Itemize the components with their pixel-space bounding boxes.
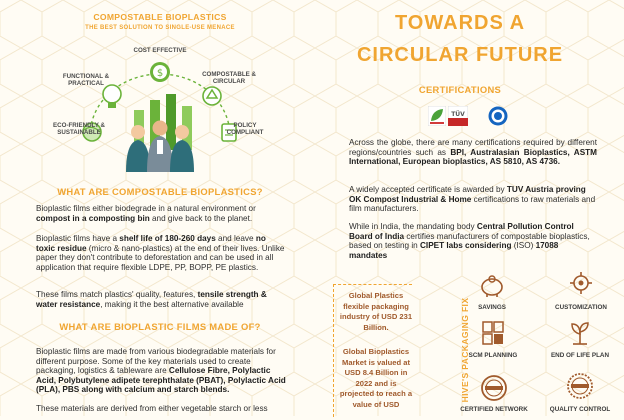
cipet-logo [488, 106, 508, 126]
paragraph-shelf-life: Bioplastic films have a shelf life of 18… [36, 234, 285, 272]
compostable-bioplastics-subtitle: THE BEST SOLUTION TO SINGLE-USE MENACE [85, 25, 235, 31]
quality-stamp-icon [567, 373, 593, 399]
market-stat-bioplastics: Global Bioplastics Market is valued at U… [339, 347, 413, 409]
customization-gear-icon [570, 272, 592, 294]
section-heading-made-of: WHAT ARE BIOPLASTIC FILMS MADE OF? [59, 321, 261, 332]
paragraph-tuv: A widely accepted certificate is awarded… [349, 185, 596, 214]
paragraph-derived: These materials are derived from either … [36, 404, 268, 413]
lightbulb-icon [102, 84, 122, 108]
certified-stamp-icon [481, 375, 507, 401]
paragraph-certifications-globe: Across the globe, there are many certifi… [349, 138, 597, 167]
coin-icon: $ [150, 62, 170, 82]
circular-future-title-line2: CIRCULAR FUTURE [356, 44, 564, 66]
certifications-heading: CERTIFICATIONS [418, 84, 502, 95]
fix-item-end-of-life: END OF LIFE PLAN [550, 352, 610, 359]
benefit-cost-effective: COST EFFECTIVE [133, 47, 187, 54]
market-stats-box [333, 284, 412, 417]
benefit-functional-practical: FUNCTIONAL & PRACTICAL [62, 73, 110, 87]
piggy-bank-icon [481, 275, 503, 297]
svg-text:$: $ [157, 68, 163, 79]
scm-puzzle-icon [482, 321, 504, 345]
benefit-eco-friendly: ECO-FRIENDLY & SUSTAINABLE [53, 122, 105, 136]
circular-future-title-line1: TOWARDS A [394, 12, 526, 34]
svg-text:TÜV: TÜV [451, 111, 465, 118]
section-heading-what-are: WHAT ARE COMPOSTABLE BIOPLASTICS? [57, 186, 263, 197]
clipboard-icon [221, 123, 237, 142]
benefit-policy-compliant: POLICY COMPLIANT [226, 122, 264, 136]
paragraph-biodegrade: Bioplastic films either biodegrade in a … [36, 204, 256, 223]
paragraph-quality-match: These films match plastics' quality, fea… [36, 290, 267, 309]
end-of-life-plant-icon [571, 322, 589, 345]
paragraph-materials: Bioplastic films are made from various b… [36, 347, 286, 395]
people-icon [126, 120, 194, 172]
fix-item-customization: CUSTOMIZATION [555, 304, 607, 311]
fix-item-savings: SAVINGS [478, 304, 506, 311]
paragraph-india-cpcb: While in India, the mandating body Centr… [349, 222, 590, 260]
recycle-icon [202, 86, 222, 106]
benefits-illustration: $ [82, 62, 237, 172]
benefit-compostable-circular: COMPOSTABLE & CIRCULAR [202, 71, 256, 85]
leaf-cert-logo [428, 106, 446, 126]
tuv-austria-logo: TÜV [448, 106, 468, 126]
fix-item-quality-control: QUALITY CONTROL [549, 406, 611, 413]
globe-icon [82, 122, 102, 142]
fix-item-scm-planning: SCM PLANNING [468, 352, 518, 359]
hives-packaging-fix-label: HIVE'S PACKAGING FIX [460, 297, 470, 403]
compostable-bioplastics-title: COMPOSTABLE BIOPLASTICS [93, 12, 227, 22]
fix-item-certified-network: CERTIFIED NETWORK [460, 406, 528, 413]
market-stat-flexible-packaging: Global Plastics flexible packaging indus… [339, 291, 413, 332]
